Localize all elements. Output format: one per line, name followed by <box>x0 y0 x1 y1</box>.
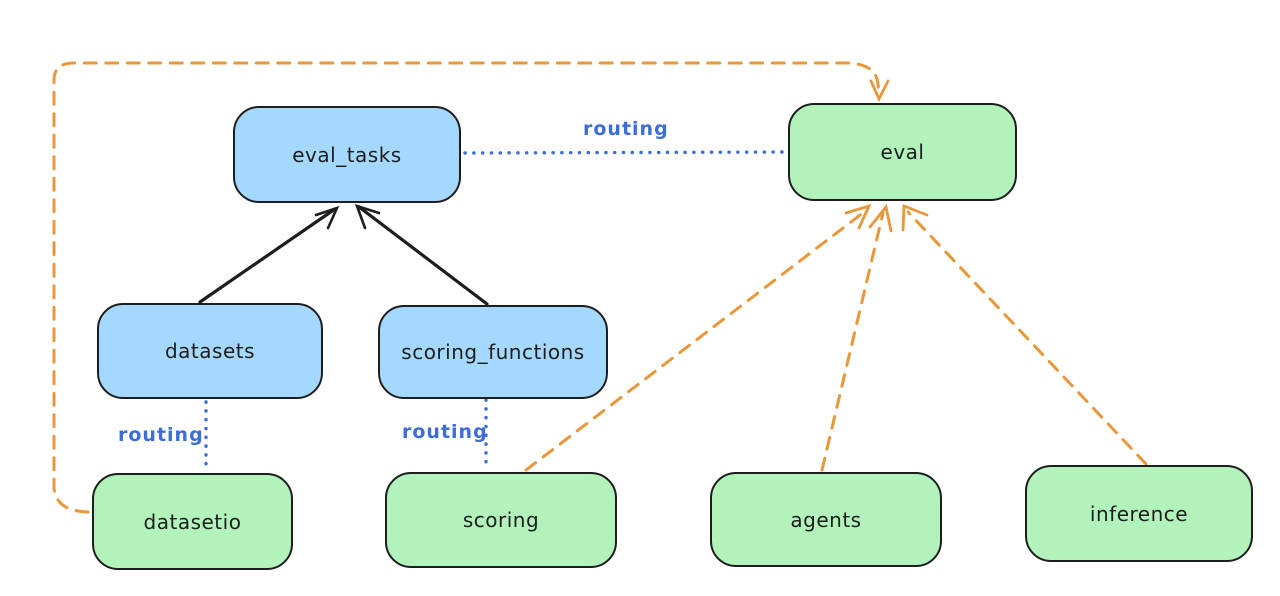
arrowhead-datasetio-to-eval <box>869 79 890 103</box>
routing-label-scoring-functions-scoring: routing <box>402 421 488 443</box>
node-scoring-functions: scoring_functions <box>378 305 608 399</box>
node-eval: eval <box>788 103 1017 201</box>
node-scoring: scoring <box>385 472 617 568</box>
node-datasets: datasets <box>97 303 323 399</box>
node-inference-label: inference <box>1089 501 1189 526</box>
arrowhead-inference-to-eval <box>901 203 929 232</box>
node-scoring-functions-label: scoring_functions <box>401 340 585 364</box>
edge-inference-to-eval <box>906 210 1148 466</box>
node-inference: inference <box>1025 465 1253 562</box>
edge-scoring-functions-to-eval-tasks <box>357 205 489 306</box>
arrowhead-scoring-functions-to-eval-tasks <box>354 203 381 230</box>
edge-datasetio-to-eval <box>52 61 881 514</box>
node-datasetio-label: datasetio <box>143 509 242 534</box>
node-scoring-label: scoring <box>462 508 540 532</box>
node-agents-label: agents <box>790 507 862 532</box>
routing-label-datasets-datasetio: routing <box>118 424 204 446</box>
edge-scoring-to-eval <box>524 210 866 472</box>
arrowhead-agents-to-eval <box>868 203 893 233</box>
arrowhead-scoring-to-eval <box>844 203 872 230</box>
arrowhead-datasets-to-eval-tasks <box>314 205 340 230</box>
edge-eval-tasks-to-eval-routing <box>463 150 787 155</box>
routing-label-eval-tasks-eval: routing <box>583 118 669 140</box>
node-eval-label: eval <box>880 140 925 164</box>
edge-agents-to-eval <box>820 211 885 472</box>
node-eval-tasks: eval_tasks <box>233 106 461 203</box>
node-agents: agents <box>710 472 942 567</box>
node-datasets-label: datasets <box>164 339 256 363</box>
node-eval-tasks-label: eval_tasks <box>292 142 402 167</box>
node-datasetio: datasetio <box>92 473 293 570</box>
edge-datasets-to-eval-tasks <box>198 207 337 304</box>
